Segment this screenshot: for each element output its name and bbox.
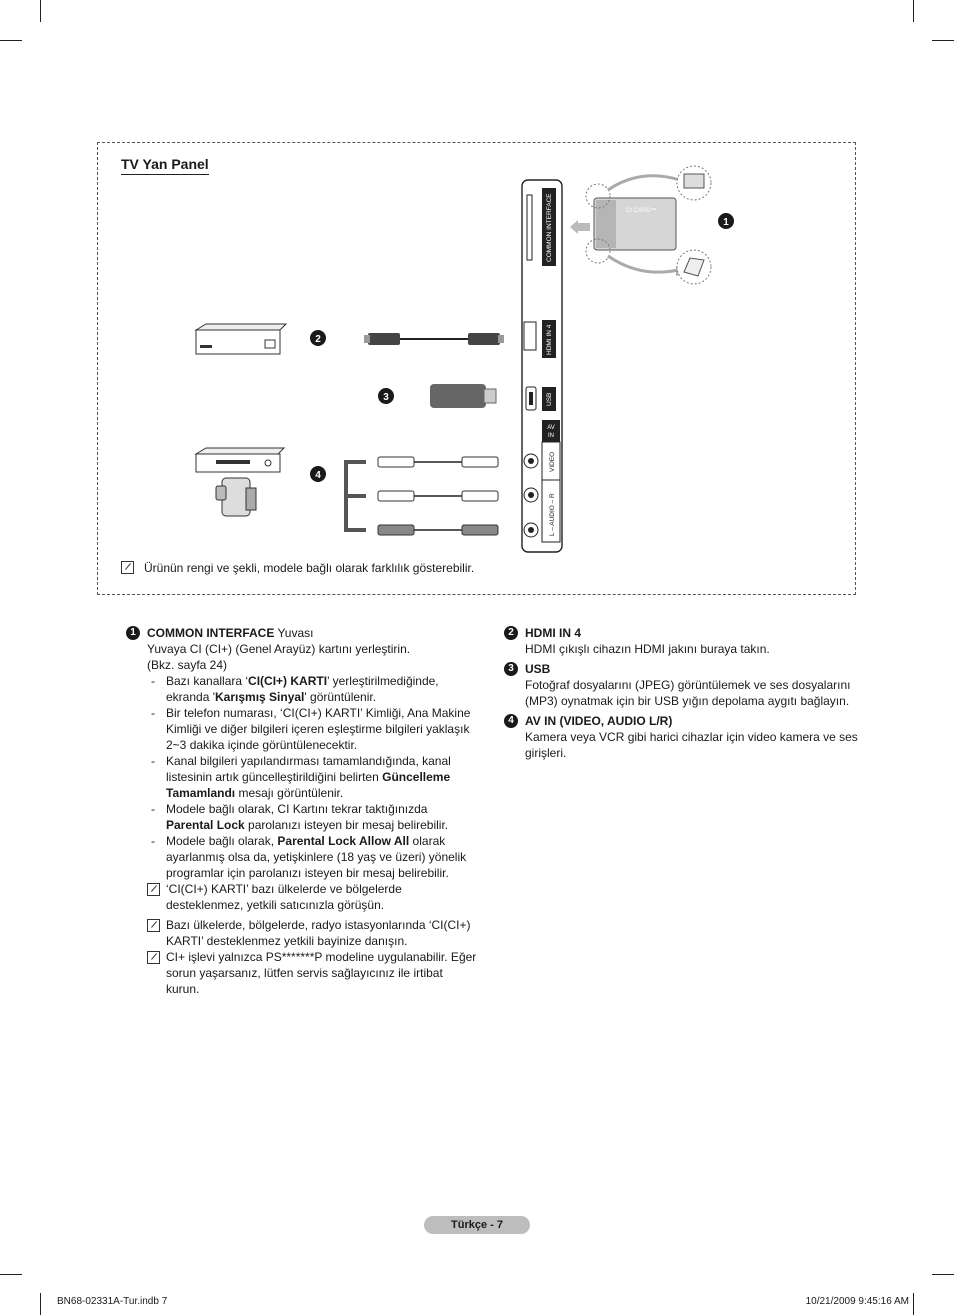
av-cables (344, 456, 499, 536)
hdmi-port (523, 321, 537, 351)
right-column: 2 HDMI IN 4 HDMI çıkışlı cihazın HDMI ja… (504, 625, 860, 761)
callout-3-badge: 3 (504, 662, 518, 676)
svg-text:3: 3 (383, 392, 389, 403)
panel-title: TV Yan Panel (121, 156, 209, 175)
ci-bullet: -Modele bağlı olarak, Parental Lock Allo… (151, 834, 467, 880)
svg-text:2: 2 (315, 334, 321, 345)
av-in-label-bg (542, 420, 560, 442)
page-number: Türkçe - 7 (424, 1216, 530, 1234)
crop-mark (932, 40, 954, 41)
crop-mark (0, 1274, 22, 1275)
camcorder-device (215, 477, 257, 517)
callout-4: 4 (310, 466, 326, 482)
crop-mark (932, 1274, 954, 1275)
callout-1-badge: 1 (126, 626, 140, 640)
ci-slot (526, 194, 533, 261)
callout-2: 2 (310, 330, 326, 346)
ci-card: CI CARD™ (570, 165, 712, 285)
video-label: VIDEO (549, 452, 556, 472)
hdmi-cable (364, 333, 504, 345)
svg-text:IN: IN (548, 433, 554, 439)
svg-text:1: 1 (723, 217, 729, 228)
svg-text:4: 4 (315, 470, 321, 481)
note-icon (147, 919, 160, 932)
slug-left: BN68-02331A-Tur.indb 7 (57, 1296, 168, 1307)
usb-heading: USB (525, 662, 551, 676)
callout-3: 3 (378, 388, 394, 404)
crop-mark (0, 40, 22, 41)
ci-heading: COMMON INTERFACE (147, 626, 275, 640)
hdmi-label: HDMI IN 4 (546, 324, 553, 355)
diagram-box (97, 142, 856, 595)
ci-note: ‘CI(CI+) KARTI’ bazı ülkelerde ve bölgel… (147, 881, 478, 913)
callout-4-badge: 4 (504, 714, 518, 728)
left-column: 1 COMMON INTERFACE Yuvası Yuvaya CI (CI+… (126, 625, 478, 997)
ci-bullet: -Bazı kanallara ‘CI(CI+) KARTI’ yerleşti… (151, 674, 439, 704)
ci-label: COMMON INTERFACE (546, 193, 553, 262)
crop-mark (40, 1293, 41, 1315)
note-icon (121, 561, 134, 574)
slug-right: 10/21/2009 9:45:16 AM (805, 1296, 909, 1307)
ci-bullet: -Bir telefon numarası, ‘CI(CI+) KARTI’ K… (151, 706, 471, 752)
av-in-heading: AV IN (VIDEO, AUDIO L/R) (525, 714, 673, 728)
hdmi-heading: HDMI IN 4 (525, 626, 582, 640)
av-in-label: AV (547, 425, 555, 431)
panel-note: Ürünün rengi ve şekli, modele bağlı olar… (121, 561, 474, 575)
ci-bullet: -Modele bağlı olarak, CI Kartını tekrar … (151, 802, 449, 832)
set-top-box-device (194, 323, 288, 355)
note-icon (147, 883, 160, 896)
usb-label: USB (546, 393, 553, 406)
vcr-device (194, 447, 286, 473)
crop-mark (40, 0, 41, 22)
ci-note: Bazı ülkelerde, bölgelerde, radyo istasy… (147, 917, 478, 949)
crop-mark (913, 1293, 914, 1315)
audio-label: L – AUDIO – R (549, 493, 556, 536)
ci-bullet: -Kanal bilgileri yapılandırması tamamlan… (151, 754, 451, 800)
ci-card-label: CI CARD™ (626, 207, 657, 214)
callout-2-badge: 2 (504, 626, 518, 640)
hdmi-label-bg (542, 320, 556, 358)
ci-note: CI+ işlevi yalnızca PS*******P modeline … (147, 949, 478, 997)
callout-1: 1 (718, 213, 734, 229)
ci-label-bg (542, 188, 556, 266)
crop-mark (913, 0, 914, 22)
usb-label-bg (542, 387, 556, 411)
usb-stick (430, 384, 497, 408)
note-icon (147, 951, 160, 964)
